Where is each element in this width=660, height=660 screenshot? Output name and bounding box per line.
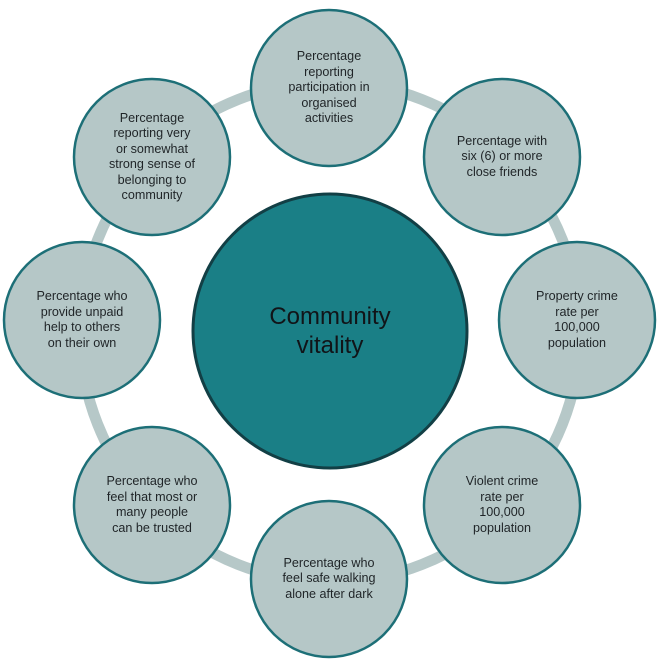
center-circle: [191, 192, 469, 470]
indicator-circle-trust: [72, 425, 232, 585]
indicator-circle-safe-walking: [249, 499, 409, 659]
indicator-label-property-crime: Property crime rate per 100,000 populati…: [536, 289, 618, 350]
indicator-circle-organised-activities: [249, 8, 409, 168]
center-label: Community vitality: [269, 303, 391, 359]
indicator-label-trust: Percentage who feel that most or many pe…: [106, 474, 198, 535]
indicator-label-belonging: Percentage reporting very or somewhat st…: [108, 110, 196, 203]
indicator-label-violent-crime: Violent crime rate per 100,000 populatio…: [465, 474, 539, 535]
indicator-circle-violent-crime: [422, 425, 582, 585]
indicator-label-unpaid-help: Percentage who provide unpaid help to ot…: [36, 289, 128, 350]
indicator-circle-property-crime: [497, 240, 657, 400]
indicator-circle-close-friends: [422, 77, 582, 237]
indicator-circle-belonging: [72, 77, 232, 237]
indicator-circle-unpaid-help: [2, 240, 162, 400]
indicator-label-close-friends: Percentage with six (6) or more close fr…: [456, 133, 548, 179]
indicator-label-safe-walking: Percentage who feel safe walking alone a…: [282, 555, 376, 601]
indicator-label-organised-activities: Percentage reporting participation in or…: [288, 49, 370, 126]
